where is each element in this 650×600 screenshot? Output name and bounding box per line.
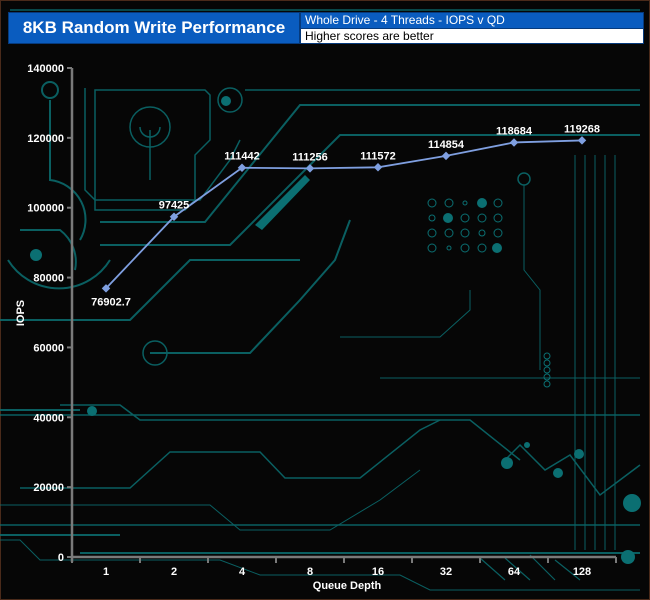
- y-tick-label: 60000: [33, 342, 64, 354]
- chart-title: 8KB Random Write Performance: [8, 12, 300, 44]
- x-tick-label: 16: [372, 566, 384, 578]
- data-label: 76902.7: [91, 296, 131, 308]
- chart-subtitle: Whole Drive - 4 Threads - IOPS v QD: [301, 13, 643, 28]
- x-tick-label: 64: [508, 566, 521, 578]
- data-point: [237, 163, 247, 172]
- data-point: [169, 212, 179, 221]
- data-point: [373, 163, 383, 172]
- x-axis-title: Queue Depth: [313, 580, 382, 592]
- series-iops: 76902.7 97425 111442 111256 111572 114854 1186…: [91, 123, 600, 308]
- y-tick-label: 120000: [27, 133, 64, 145]
- x-tick-label: 2: [171, 566, 177, 578]
- data-label: 111572: [360, 150, 396, 162]
- y-tick-label: 20000: [33, 482, 64, 494]
- x-tick-label: 32: [440, 566, 452, 578]
- data-point: [305, 164, 315, 173]
- series-line: [105, 139, 583, 290]
- data-label: 119268: [564, 123, 600, 135]
- x-tick-label: 128: [573, 566, 591, 578]
- y-tick-label: 40000: [33, 412, 64, 424]
- x-tick-label: 4: [239, 566, 246, 578]
- chart-note: Higher scores are better: [301, 28, 643, 43]
- chart-subtitle-box: Whole Drive - 4 Threads - IOPS v QD High…: [300, 12, 644, 44]
- x-tick-label: 1: [103, 566, 109, 578]
- data-point: [509, 138, 519, 147]
- y-tick-label: 100000: [27, 203, 64, 215]
- y-axis: 0 20000 40000 60000 80000 100000 120000 140000: [27, 63, 74, 564]
- data-label: 111256: [292, 151, 328, 163]
- data-point: [577, 136, 587, 145]
- data-label: 114854: [428, 139, 465, 151]
- y-axis-title: IOPS: [15, 300, 27, 326]
- y-tick-label: 80000: [33, 273, 64, 285]
- y-tick-label: 0: [58, 552, 64, 564]
- y-tick-label: 140000: [27, 63, 64, 75]
- x-tick-label: 8: [307, 566, 313, 578]
- data-label: 118684: [496, 125, 533, 137]
- data-point: [441, 151, 451, 161]
- data-point: [101, 284, 111, 293]
- data-label: 97425: [159, 200, 190, 212]
- x-axis: 1 2 4 8 16 32 64 128: [71, 555, 617, 578]
- data-label: 111442: [224, 151, 260, 163]
